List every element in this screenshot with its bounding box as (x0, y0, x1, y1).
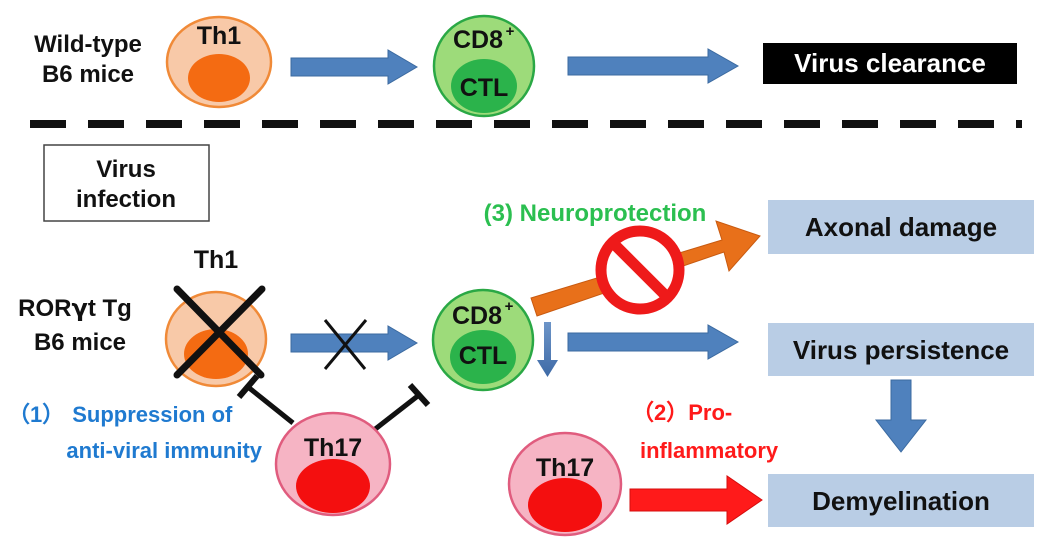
wild-type-label-line1: Wild-type (34, 31, 142, 58)
proinflammatory-label-line2: inflammatory (640, 438, 779, 463)
virus-persistence-box: Virus persistence (768, 323, 1034, 376)
demyelination-box: Demyelination (768, 474, 1034, 527)
demyelination-label: Demyelination (812, 486, 990, 516)
rorgt-tg-label-line1: RORγt Tg (18, 294, 132, 322)
suppression-label-line1: （1）Suppression of (8, 402, 233, 427)
virus-clearance-box: Virus clearance (763, 43, 1017, 84)
th17-cell-center: Th17 (274, 411, 392, 517)
virus-clearance-label: Virus clearance (794, 48, 986, 78)
proinflammatory-label-line1: （2）Pro- (632, 400, 732, 425)
arrow-th1-to-cd8-tg (290, 325, 418, 361)
inhibition-th17-to-cd8 (372, 382, 431, 432)
cd8-label-tg: CD8 (452, 302, 502, 330)
small-down-arrow (537, 322, 558, 377)
axonal-damage-box: Axonal damage (768, 200, 1034, 254)
axonal-damage-label: Axonal damage (805, 212, 997, 242)
ctl-label: CTL (460, 74, 509, 102)
arrow-cd8-to-virus-persistence (567, 324, 740, 360)
th17-cell-right: Th17 (507, 431, 623, 537)
arrow-cd8-to-virus-clearance (567, 48, 740, 84)
prohibition-icon (595, 225, 685, 315)
inhibition-th17-to-th1 (236, 374, 295, 425)
th1-cross-mark (173, 285, 266, 379)
ctl-label-tg: CTL (459, 342, 508, 370)
cd8-superscript: + (506, 23, 515, 40)
neuroprotection-label: (3) Neuroprotection (484, 200, 707, 227)
blocked-cross-mark (323, 319, 368, 370)
suppression-label-line2: anti-viral immunity (66, 438, 262, 463)
virus-infection-box: Virus infection (43, 144, 210, 222)
cd8-label: CD8 (453, 26, 503, 54)
th17-label: Th17 (304, 434, 362, 462)
virus-persistence-label: Virus persistence (793, 335, 1009, 365)
arrow-th17-to-demyelination (629, 475, 763, 525)
th17-label-right: Th17 (536, 454, 594, 482)
arrow-persistence-to-demyelination (874, 379, 928, 453)
cd8-superscript-tg: + (505, 298, 514, 315)
virus-infection-line1: Virus (96, 156, 156, 183)
cd8-ctl-cell-wildtype: CD8 + CTL (432, 14, 536, 118)
th1-label-tg: Th1 (194, 246, 239, 274)
arrow-th1-to-cd8-wildtype (290, 49, 418, 85)
cd8-ctl-cell-tg: CD8 + CTL (431, 288, 535, 392)
wild-type-label-line2: B6 mice (42, 61, 134, 88)
th1-label: Th1 (197, 22, 242, 50)
virus-infection-line2: infection (76, 186, 176, 213)
rorgt-tg-label-line2: B6 mice (34, 329, 126, 356)
th1-cell-wildtype: Th1 (165, 15, 273, 109)
